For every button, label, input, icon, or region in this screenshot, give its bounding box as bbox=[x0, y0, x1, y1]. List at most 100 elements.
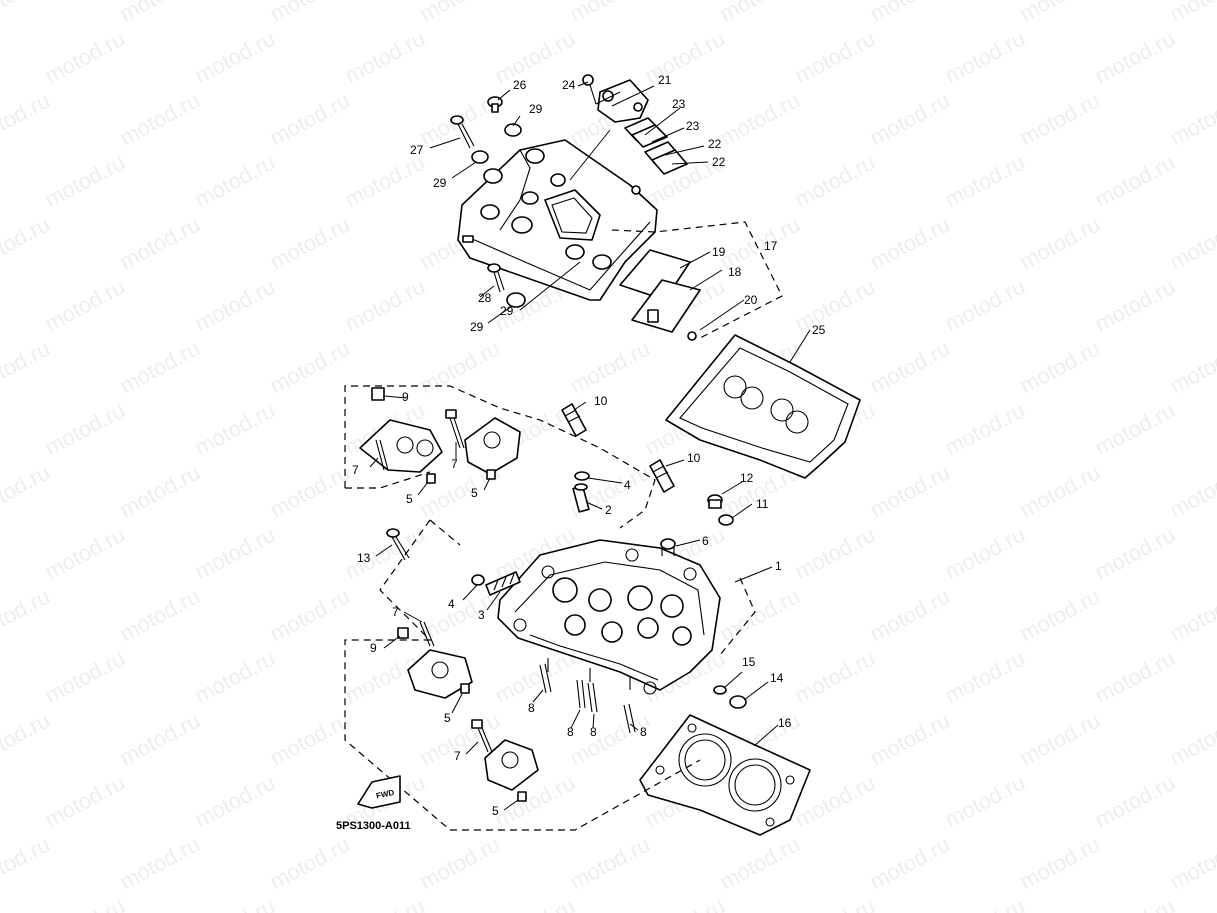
watermark-text: motod.ru bbox=[941, 150, 1029, 213]
watermark-text: motod.ru bbox=[1166, 460, 1217, 523]
watermark-text: motod.ru bbox=[941, 398, 1029, 461]
watermark-text: motod.ru bbox=[491, 894, 579, 913]
callout-19: 19 bbox=[712, 245, 726, 259]
bolt-27 bbox=[450, 115, 475, 149]
callout-22-a: 22 bbox=[708, 137, 722, 151]
watermark-text: motod.ru bbox=[341, 274, 429, 337]
watermark-text: motod.ru bbox=[1166, 584, 1217, 647]
watermark-text: motod.ru bbox=[191, 770, 279, 833]
watermark-text: motod.ru bbox=[1091, 646, 1179, 709]
callout-4-lower: 4 bbox=[448, 597, 455, 611]
watermark-text: motod.ru bbox=[716, 0, 804, 26]
watermark-text: motod.ru bbox=[791, 26, 879, 89]
watermark-text: motod.ru bbox=[41, 274, 129, 337]
callout-5-c: 5 bbox=[444, 711, 451, 725]
watermark-text: motod.ru bbox=[866, 88, 954, 151]
callout-11: 11 bbox=[756, 497, 769, 511]
bolt-24 bbox=[582, 74, 597, 105]
watermark-text: motod.ru bbox=[1166, 212, 1217, 275]
watermark-text: motod.ru bbox=[491, 646, 579, 709]
valve-cover bbox=[457, 139, 658, 301]
camshaft-cap-lower-right bbox=[471, 719, 539, 791]
watermark-text: motod.ru bbox=[116, 460, 204, 523]
watermark-text: motod.ru bbox=[716, 832, 804, 895]
o-ring-4-lower bbox=[471, 574, 485, 586]
watermark-text: motod.ru bbox=[866, 460, 954, 523]
fwd-arrow-icon: FWD bbox=[357, 775, 401, 809]
callout-1: 1 bbox=[775, 559, 782, 573]
spark-plug-rear bbox=[561, 403, 587, 437]
callout-10-a: 10 bbox=[594, 394, 608, 408]
callout-numbers: 1 2 3 4 4 5 5 5 5 6 7 7 7 7 8 8 8 8 9 9 … bbox=[352, 73, 826, 818]
callout-10-b: 10 bbox=[687, 451, 701, 465]
watermark-text: motod.ru bbox=[266, 88, 354, 151]
watermark-text: motod.ru bbox=[1016, 88, 1104, 151]
watermark-text: motod.ru bbox=[1091, 398, 1179, 461]
watermark-text: motod.ru bbox=[1091, 770, 1179, 833]
watermark-text: motod.ru bbox=[191, 150, 279, 213]
callout-26: 26 bbox=[513, 78, 527, 92]
watermark-text: motod.ru bbox=[0, 460, 54, 523]
watermark-text: motod.ru bbox=[866, 336, 954, 399]
breather-plate bbox=[619, 249, 701, 341]
callout-29-b: 29 bbox=[433, 176, 447, 190]
watermark-text: motod.ru bbox=[266, 584, 354, 647]
watermark-text: motod.ru bbox=[341, 894, 429, 913]
watermark-text: motod.ru bbox=[1091, 150, 1179, 213]
watermark-text: motod.ru bbox=[41, 770, 129, 833]
watermark-text: motod.ru bbox=[1016, 460, 1104, 523]
watermark-text: motod.ru bbox=[116, 336, 204, 399]
watermark-text: motod.ru bbox=[341, 26, 429, 89]
plug-fitting bbox=[707, 494, 734, 526]
leader-lines bbox=[369, 81, 811, 811]
watermark-text: motod.ru bbox=[0, 88, 54, 151]
watermark-text: motod.ru bbox=[341, 150, 429, 213]
bolt-14 bbox=[713, 685, 747, 709]
callout-8-d: 8 bbox=[640, 725, 647, 739]
callout-23-b: 23 bbox=[686, 119, 700, 133]
watermark-text: motod.ru bbox=[1016, 0, 1104, 26]
watermark-text: motod.ru bbox=[641, 26, 729, 89]
bolt-13 bbox=[386, 528, 410, 561]
head-cover-gasket bbox=[665, 334, 861, 479]
callout-16: 16 bbox=[778, 716, 792, 730]
watermark-text: motod.ru bbox=[791, 894, 879, 913]
callout-7-a: 7 bbox=[352, 463, 359, 477]
watermark-text: motod.ru bbox=[941, 274, 1029, 337]
watermark-text: motod.ru bbox=[41, 522, 129, 585]
camshaft-cap-lower-left bbox=[397, 621, 473, 699]
watermark-text: motod.ru bbox=[116, 0, 204, 26]
callout-5-d: 5 bbox=[492, 804, 499, 818]
watermark-text: motod.ru bbox=[41, 398, 129, 461]
callout-9-a: 9 bbox=[402, 390, 409, 404]
watermark-text: motod.ru bbox=[1166, 88, 1217, 151]
watermark-text: motod.ru bbox=[416, 832, 504, 895]
watermark-text: motod.ru bbox=[866, 212, 954, 275]
watermark-text: motod.ru bbox=[1016, 584, 1104, 647]
callout-6: 6 bbox=[702, 534, 709, 548]
reed-plates bbox=[624, 117, 688, 175]
fwd-label: FWD bbox=[375, 788, 395, 801]
watermark-text: motod.ru bbox=[941, 770, 1029, 833]
callout-13: 13 bbox=[357, 551, 371, 565]
cylinder-head bbox=[497, 539, 721, 695]
watermark-text: motod.ru bbox=[41, 150, 129, 213]
watermark-text: motod.ru bbox=[1166, 0, 1217, 26]
watermark-text: motod.ru bbox=[1091, 894, 1179, 913]
o-ring-4-upper bbox=[574, 471, 590, 481]
watermark-text: motod.ru bbox=[1016, 336, 1104, 399]
cylinder-head-gasket bbox=[639, 714, 811, 836]
watermark-text: motod.ru bbox=[941, 894, 1029, 913]
watermark-text: motod.ru bbox=[116, 584, 204, 647]
group-outlines bbox=[344, 221, 783, 831]
spark-plug-front bbox=[649, 459, 675, 493]
callout-27: 27 bbox=[410, 143, 424, 157]
callout-8-b: 8 bbox=[567, 725, 574, 739]
grommets bbox=[471, 123, 526, 308]
watermark-text: motod.ru bbox=[416, 0, 504, 26]
callout-2: 2 bbox=[605, 503, 612, 517]
watermark-text: motod.ru bbox=[791, 522, 879, 585]
camshaft-cap-upper-left bbox=[359, 387, 443, 473]
